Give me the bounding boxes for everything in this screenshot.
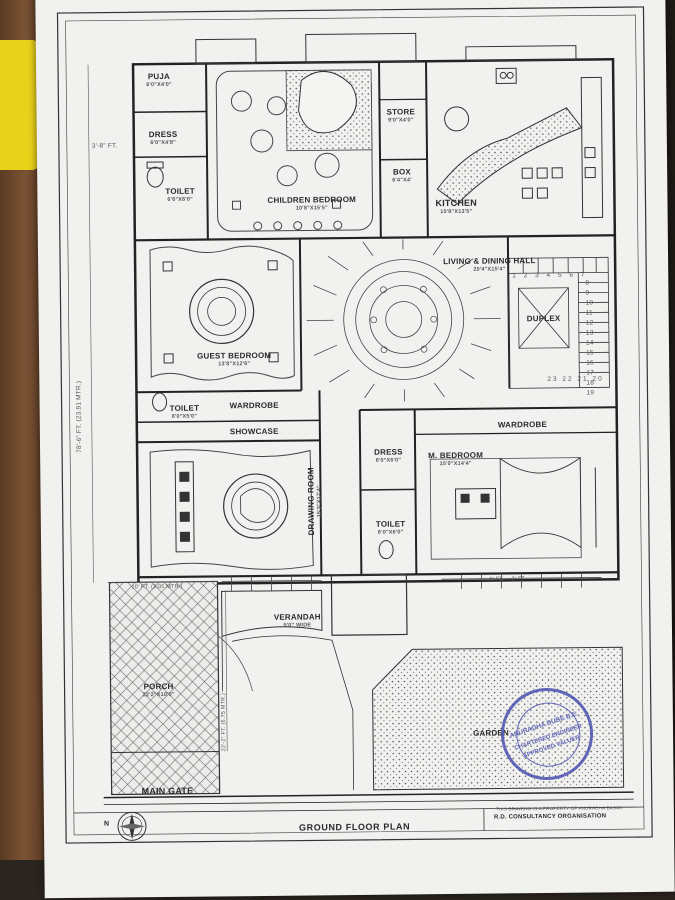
dim-side-setback: 3'-8" FT. [91, 142, 118, 150]
room-label-duplex: DUPLEX [526, 313, 561, 324]
floor-plan-drawing [56, 6, 653, 844]
north-compass [116, 810, 148, 842]
compass-label: N [103, 820, 110, 828]
dim-front-gap2: 3' FT. [511, 576, 526, 583]
plan-title: GROUND FLOOR PLAN [298, 821, 411, 833]
room-label-wardrobe-m: WARDROBE [497, 419, 548, 430]
firm-name: R.D. CONSULTANCY ORGANISATION [493, 813, 607, 821]
background-yellow-object [0, 40, 40, 170]
stair-numbers-top: 1 2 3 4 5 6 7 [512, 271, 588, 280]
dim-porch-depth: 22'-2" FT. (6.75 MTR.) [220, 692, 228, 752]
room-label-showcase: SHOWCASE [229, 426, 279, 437]
dim-overall-depth: 78'-6" FT. (23.91 MTR.) [75, 380, 84, 453]
room-label-main-gate: MAIN GATE [141, 785, 194, 797]
dim-front-gap: 6' FT. [489, 576, 504, 583]
room-label-wardrobe-guest: WARDROBE [229, 400, 279, 411]
stair-numbers-bottom: 23 22 21 20 [547, 375, 604, 383]
dim-porch-width: 10' FT. (3.05 MTR.) [131, 583, 183, 591]
